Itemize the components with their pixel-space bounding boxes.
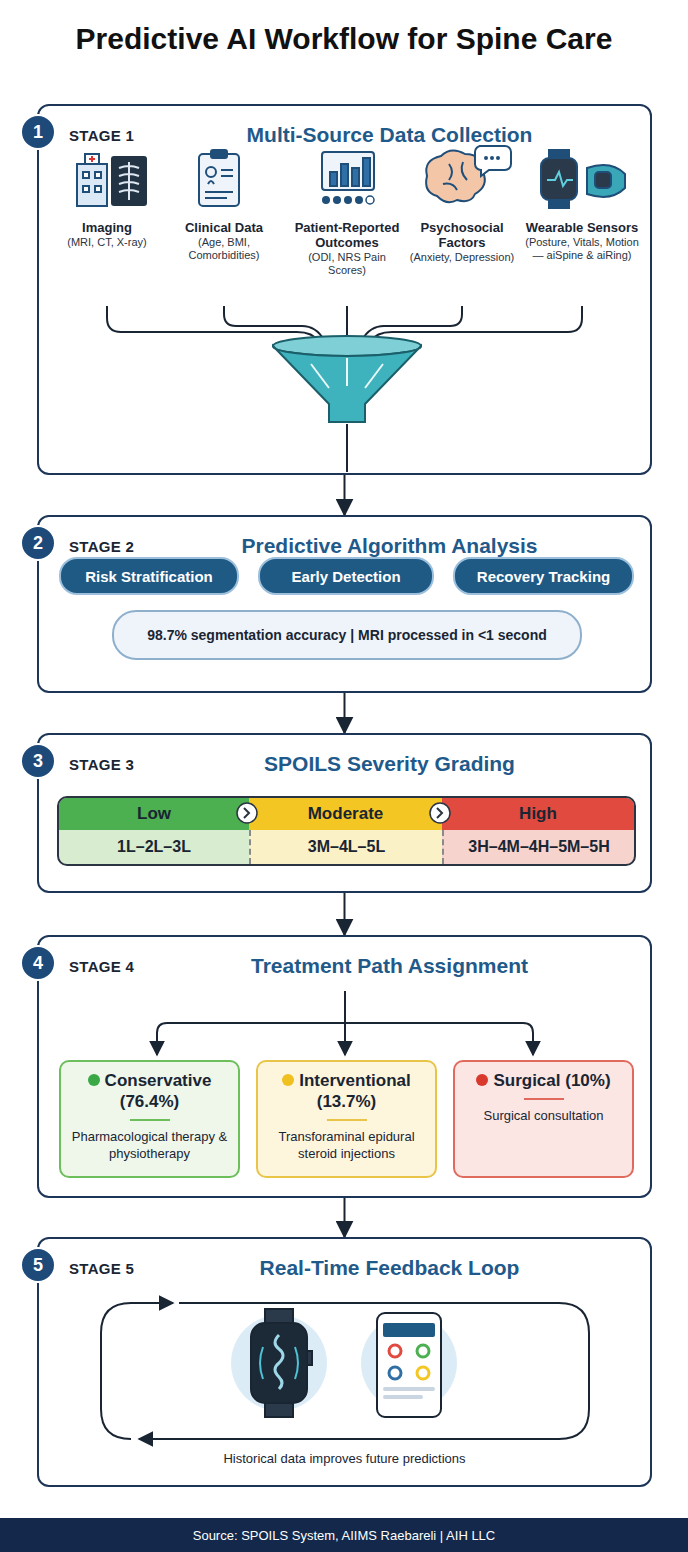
pill-label: Recovery Tracking [477,568,610,585]
data-source: Wearable Sensors(Posture, Vitals, Motion… [525,220,639,262]
stage-panel: STAGE 1Multi-Source Data Collection1Imag… [37,104,652,475]
data-source: Clinical Data(Age, BMI, Comorbidities) [168,220,280,262]
grade-name: Low [59,798,249,830]
data-source: Psychosocial Factors(Anxiety, Depression… [406,220,518,264]
source-detail: (MRI, CT, X-ray) [51,236,163,249]
pill-label: Risk Stratification [85,568,213,585]
stage-connector [344,475,346,515]
stage-connector [344,1198,346,1237]
stage-panel: STAGE 5Real-Time Feedback Loop5Historica… [37,1237,652,1487]
grade-levels: 3H–4M–4H–5M–5H [442,830,634,864]
stage-badge: 1 [20,114,56,150]
source-caption: Source: SPOILS System, AIIMS Raebareli |… [193,1528,496,1543]
stage-panel: STAGE 3SPOILS Severity Grading3Low1L–2L–… [37,733,652,893]
illustration [39,735,650,891]
source-detail: (ODI, NRS Pain Scores) [291,251,403,277]
source-detail: (Posture, Vitals, Motion — aiSpine & aiR… [525,236,639,262]
status-dot [282,1074,294,1086]
grade-levels: 3M–4L–5L [249,830,442,864]
stage-panel: STAGE 4Treatment Path Assignment4Conserv… [37,935,652,1198]
stage-badge: 4 [20,945,56,981]
source-detail: (Age, BMI, Comorbidities) [168,236,280,262]
treatment-box: Interventional (13.7%) Transforaminal epi… [256,1060,437,1178]
stage-heading: Treatment Path Assignment [149,954,630,978]
stage-badge: 3 [20,743,56,779]
separator [524,1098,564,1100]
stat-text: 98.7% segmentation accuracy | MRI proces… [147,627,547,643]
data-source: Patient-Reported Outcomes(ODI, NRS Pain … [291,220,403,277]
stage-number: 1 [33,122,43,143]
stage-number: 3 [33,751,43,772]
pill-label: Early Detection [291,568,400,585]
treatment-heading-row: Conservative (76.4%) [69,1070,230,1112]
stage-label: STAGE 5 [69,1260,134,1277]
stage-badge: 2 [20,525,56,561]
treatment-box: Surgical (10%) Surgical consultation [453,1060,634,1178]
grade-name: High [442,798,634,830]
source-name: Patient-Reported Outcomes [291,220,403,250]
treatment-name: Conservative (76.4%) [105,1071,212,1111]
stage-heading: Real-Time Feedback Loop [149,1256,630,1280]
stage-label: STAGE 2 [69,538,134,555]
loop-caption: Historical data improves future predicti… [79,1451,610,1466]
treatment-detail: Surgical consultation [463,1107,624,1124]
status-dot [88,1074,100,1086]
stage-heading: Predictive Algorithm Analysis [149,534,630,558]
separator [130,1119,170,1121]
source-name: Psychosocial Factors [406,220,518,250]
stage-label: STAGE 1 [69,127,134,144]
stage-heading: Multi-Source Data Collection [149,123,630,147]
source-name: Imaging [51,220,163,235]
treatment-heading-row: Interventional (13.7%) [266,1070,427,1112]
treatment-name: Interventional (13.7%) [299,1071,410,1111]
data-source: Imaging(MRI, CT, X-ray) [51,220,163,249]
treatment-box: Conservative (76.4%) Pharmacological ther… [59,1060,240,1178]
analysis-pill: Risk Stratification [59,557,239,595]
status-dot [476,1074,488,1086]
source-name: Clinical Data [168,220,280,235]
stage-panel: STAGE 2Predictive Algorithm Analysis2Ris… [37,515,652,693]
grade-levels: 1L–2L–3L [59,830,249,864]
grade-cell: High3H–4M–4H–5M–5H [442,798,634,864]
footer-band: Source: SPOILS System, AIIMS Raebareli |… [0,1518,688,1552]
stage-number: 2 [33,533,43,554]
grade-name: Moderate [249,798,442,830]
treatment-detail: Pharmacological therapy & physiotherapy [69,1128,230,1162]
analysis-pill: Early Detection [258,557,434,595]
grade-cell: Low1L–2L–3L [59,798,249,864]
source-detail: (Anxiety, Depression) [406,251,518,264]
separator [327,1119,367,1121]
treatment-heading-row: Surgical (10%) [463,1070,624,1091]
stage-number: 5 [33,1255,43,1276]
stage-label: STAGE 3 [69,756,134,773]
stage-badge: 5 [20,1247,56,1283]
stat-box: 98.7% segmentation accuracy | MRI proces… [112,610,582,660]
stage-connector [344,893,346,935]
stage-label: STAGE 4 [69,958,134,975]
stage-number: 4 [33,953,43,974]
analysis-pill: Recovery Tracking [453,557,634,595]
diagram-title: Predictive AI Workflow for Spine Care [10,22,678,56]
grade-cell: Moderate3M–4L–5L [249,798,442,864]
stage-heading: SPOILS Severity Grading [149,752,630,776]
source-name: Wearable Sensors [525,220,639,235]
stage-connector [344,693,346,733]
treatment-detail: Transforaminal epidural steroid injectio… [266,1128,427,1162]
illustration [39,106,650,473]
treatment-name: Surgical (10%) [493,1071,610,1090]
